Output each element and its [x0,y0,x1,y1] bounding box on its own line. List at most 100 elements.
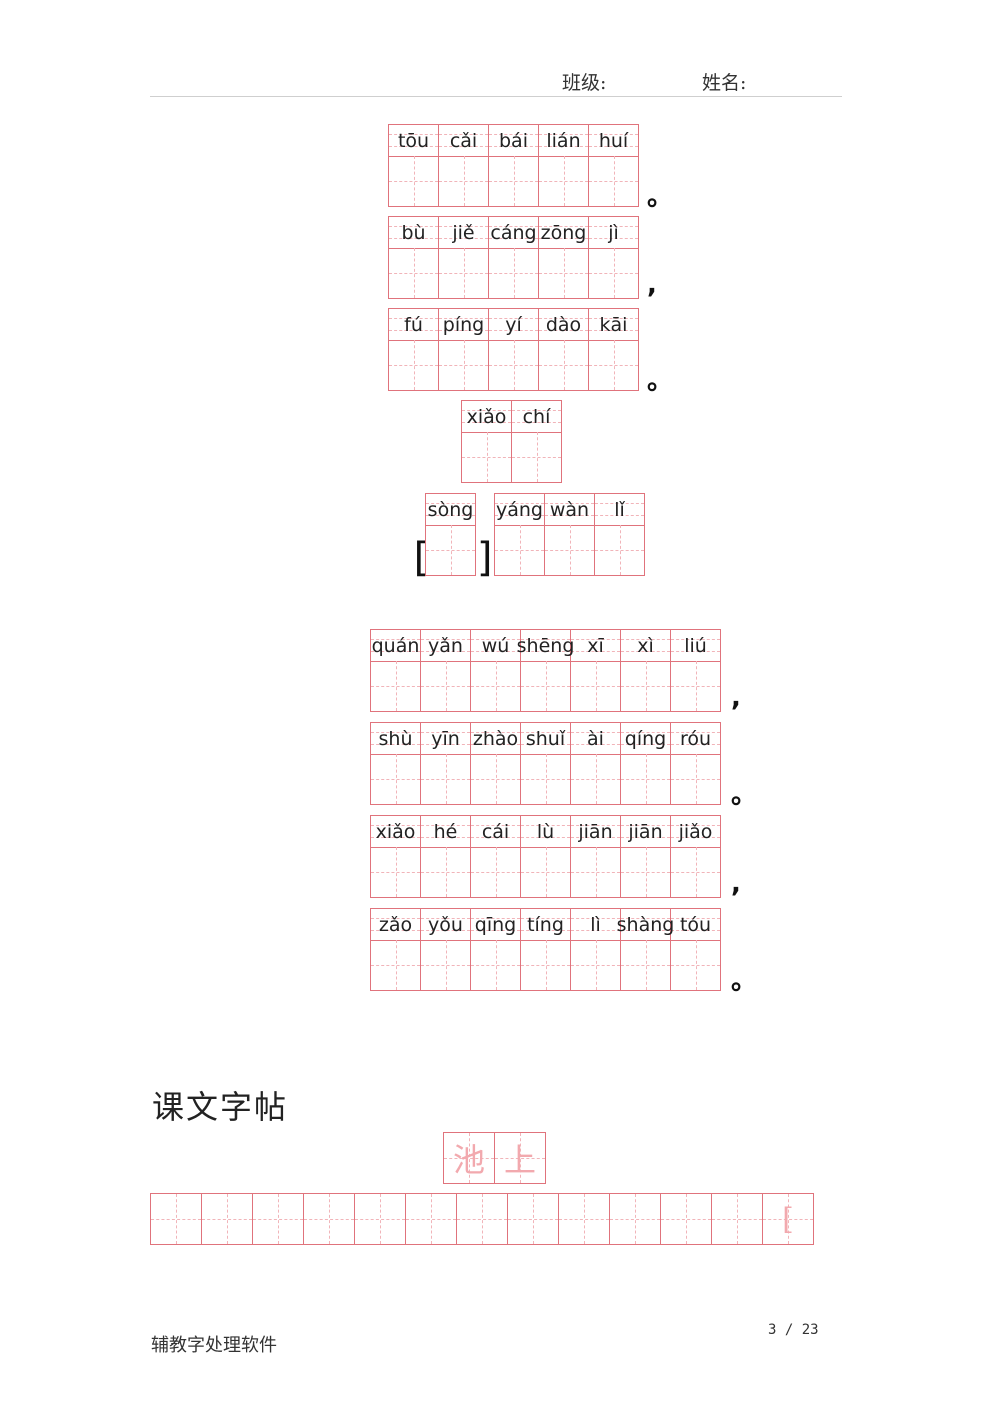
pinyin-cell: xī [570,629,621,712]
pinyin-cell: tíng [520,908,571,991]
pinyin-band: xī [571,630,620,662]
writing-square [421,661,470,711]
writing-square [471,847,520,897]
tianzi-cell [201,1193,253,1245]
writing-square [512,432,561,482]
writing-square [589,156,638,206]
copybook-practice-row: [ [150,1193,814,1245]
writing-square [539,248,588,298]
writing-square [471,661,520,711]
pinyin-text: shuǐ [525,727,566,750]
pinyin-band: sòng [426,494,475,526]
pinyin-band: jiān [571,816,620,848]
pinyin-cell: wàn [544,493,595,576]
pinyin-cell: fú [388,308,439,391]
pinyin-band: cái [471,816,520,848]
pinyin-cell: liú [670,629,721,712]
pinyin-band: yīn [421,723,470,755]
pinyin-band: jiě [439,217,488,249]
pinyin-text: fú [404,313,423,336]
pinyin-band: lì [571,909,620,941]
pinyin-band: yí [489,309,538,341]
tianzi-cell [150,1193,202,1245]
tianzi-cell: 上 [494,1132,546,1184]
pinyin-band: qíng [621,723,670,755]
pinyin-cell: cái [470,815,521,898]
writing-square [545,525,594,575]
pinyin-cell: jiě [438,216,489,299]
pinyin-text: kāi [599,313,628,336]
pinyin-band: zǎo [371,909,420,941]
writing-square [389,340,438,390]
writing-square [439,156,488,206]
tracing-char: 上 [503,1141,536,1179]
pinyin-band: xiǎo [462,401,511,433]
pinyin-band: shuǐ [521,723,570,755]
pinyin-text: quán [371,634,420,657]
pinyin-band: ài [571,723,620,755]
pinyin-cell: cǎi [438,124,489,207]
pinyin-text: lǐ [614,498,625,521]
pinyin-band: lián [539,125,588,157]
pinyin-band: yǒu [421,909,470,941]
pinyin-cell: quán [370,629,421,712]
pinyin-text: wú [481,634,510,657]
pinyin-band: lǐ [595,494,644,526]
header-divider [150,96,842,97]
pinyin-text: tōu [397,129,430,152]
pinyin-band: cǎi [439,125,488,157]
writing-square [495,525,544,575]
tianzi-cell [660,1193,712,1245]
writing-square [521,661,570,711]
writing-square [371,847,420,897]
pinyin-band: yǎn [421,630,470,662]
pinyin-band: bù [389,217,438,249]
writing-square [421,847,470,897]
pinyin-text: yǎn [428,634,463,657]
pinyin-band: bái [489,125,538,157]
pinyin-text: cǎi [449,129,478,152]
pinyin-cell: yí [488,308,539,391]
pinyin-text: bái [499,129,528,152]
writing-square [489,340,538,390]
name-label: 姓名: [702,72,747,94]
poem2-line3-punct: , [731,869,741,899]
pinyin-band: zōng [539,217,588,249]
pinyin-text: jiǎo [678,820,713,843]
pinyin-text: jiān [628,820,663,843]
page-number: 3 / 23 [768,1322,819,1338]
pinyin-text: róu [679,727,712,750]
pinyin-text: chí [522,405,551,428]
pinyin-cell: jiān [570,815,621,898]
pinyin-cell: shù [370,722,421,805]
writing-square [671,661,720,711]
pinyin-band: chí [512,401,561,433]
pinyin-text: wàn [549,498,590,521]
pinyin-cell: róu [670,722,721,805]
writing-square [521,847,570,897]
tianzi-cell [711,1193,763,1245]
pinyin-text: jì [608,221,619,244]
pinyin-cell: yáng [494,493,545,576]
pinyin-cell: yǒu [420,908,471,991]
writing-square [621,847,670,897]
writing-square [389,156,438,206]
pinyin-cell: ài [570,722,621,805]
writing-square [426,525,475,575]
pinyin-cell: xì [620,629,671,712]
pinyin-text: xī [587,634,604,657]
pinyin-cell: jiān [620,815,671,898]
pinyin-text: shù [378,727,413,750]
pinyin-cell: chí [511,400,562,483]
writing-square [671,754,720,804]
pinyin-band: fú [389,309,438,341]
pinyin-cell: zǎo [370,908,421,991]
writing-square [589,340,638,390]
pinyin-cell: tōu [388,124,439,207]
pinyin-band: xiǎo [371,816,420,848]
poem2-line1-punct: , [731,683,741,713]
